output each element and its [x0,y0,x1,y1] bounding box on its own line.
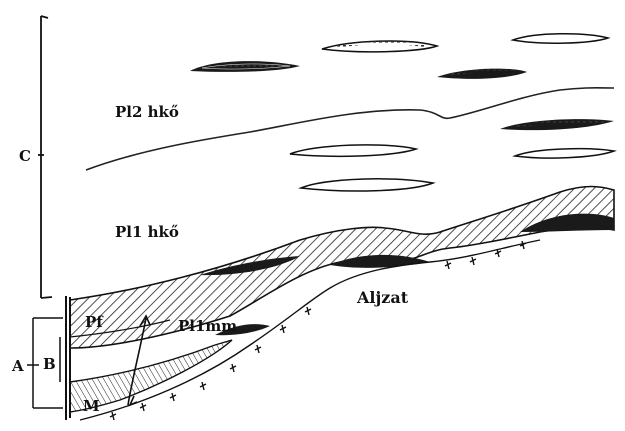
fault-line [127,314,151,407]
label-pl1-hko: Pl1 hkő [115,223,179,241]
label-a: A [11,357,24,375]
lens-bodies [190,33,617,192]
basement-boundary [79,239,541,421]
label-pl1mm: Pl1mm [178,317,237,335]
label-aljzat: Aljzat [356,288,409,307]
label-c: C [19,147,31,165]
label-m: M [83,397,100,415]
pl1mm-band [69,185,615,349]
label-pf: Pf [85,313,104,331]
pf-boundary [69,319,171,338]
c-bracket [38,15,53,299]
a-b-brackets [27,317,63,409]
pl2-pl1-boundary [85,87,615,171]
m-wedge [69,339,233,413]
label-b: B [43,355,56,373]
label-pl2-hko: Pl2 hkő [115,103,179,121]
